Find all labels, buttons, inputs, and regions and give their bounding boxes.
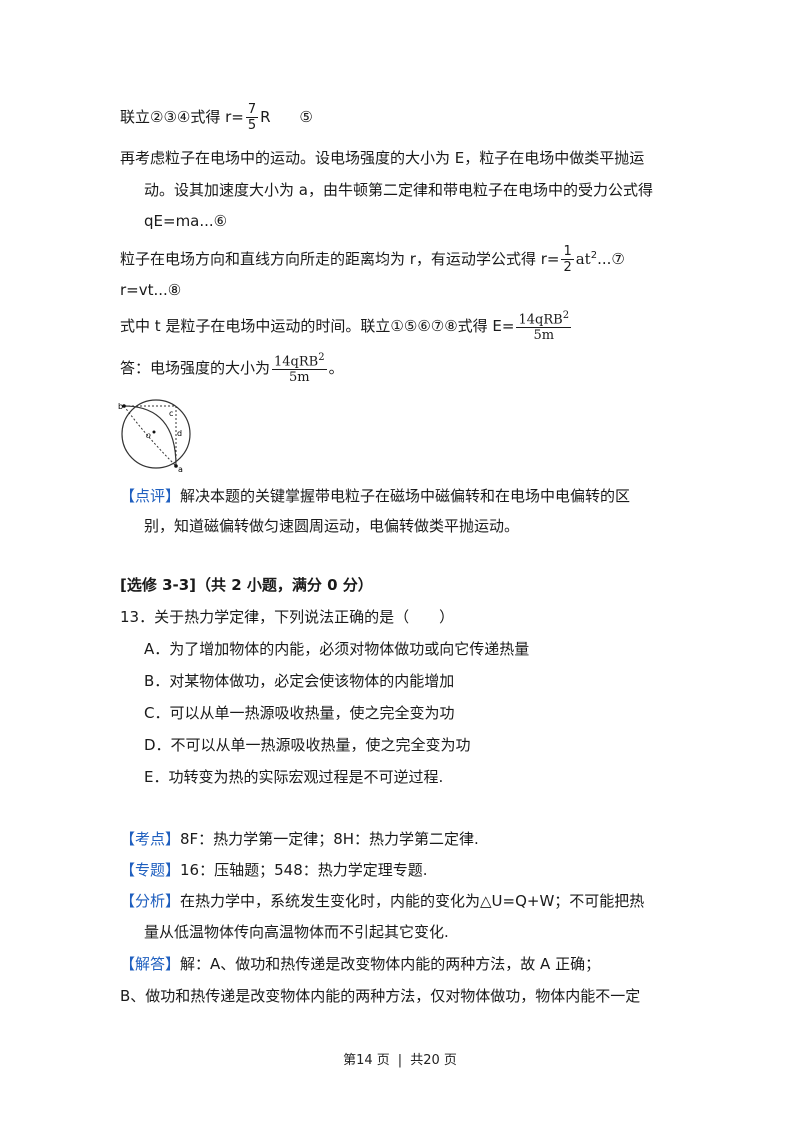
page-total: 共20 页 — [410, 1053, 457, 1068]
numerator-text: 14qRB — [274, 354, 319, 370]
zhuanti-tag: 【专题】 — [120, 861, 181, 879]
fraction-numerator: 14qRB2 — [516, 309, 572, 329]
fraction-denominator: 5m — [533, 328, 555, 344]
zhuanti-line: 【专题】16：压轴题；548：热力学定理专题. — [120, 860, 428, 880]
label-c: c — [169, 409, 173, 418]
fraction-numerator: 14qRB2 — [272, 351, 327, 371]
point-b — [122, 404, 126, 408]
kaodian-text: 8F：热力学第一定律；8H：热力学第二定律. — [180, 830, 479, 848]
math-expression: at — [575, 250, 591, 268]
field-circle — [121, 399, 191, 469]
fraction-denominator: 5m — [289, 370, 310, 386]
fraction-numerator: 1 — [561, 244, 574, 260]
fraction-denominator: 2 — [563, 260, 572, 275]
question-stem: 13．关于热力学定律，下列说法正确的是（ ） — [120, 608, 455, 626]
superscript: 2 — [562, 309, 570, 321]
point-o — [152, 430, 156, 434]
text: ...⑦ — [597, 250, 625, 268]
fenxi-line: 【分析】在热力学中，系统发生变化时，内能的变化为△U=Q+W；不可能把热 — [120, 891, 644, 911]
label-o: o — [146, 431, 151, 440]
paragraph-line: 再考虑粒子在电场中的运动。设电场强度的大小为 E，粒子在电场中做类平抛运 — [120, 149, 645, 167]
question-option-b: B．对某物体做功，必定会使该物体的内能增加 — [144, 672, 455, 690]
kaodian-line: 【考点】8F：热力学第一定律；8H：热力学第二定律. — [120, 829, 479, 849]
jieda-text: 解：A、做功和热传递是改变物体内能的两种方法，故 A 正确； — [180, 955, 601, 973]
footer-separator: | — [397, 1053, 403, 1068]
fraction-numerator: 7 — [245, 102, 259, 118]
superscript: 2 — [318, 351, 325, 363]
page-footer: 第14 页 | 共20 页 — [0, 1049, 800, 1068]
fenxi-tag: 【分析】 — [120, 892, 181, 910]
label-b: b — [118, 402, 123, 411]
comment-line: 别，知道磁偏转做匀速圆周运动，电偏转做类平抛运动。 — [144, 517, 520, 535]
fraction-denominator: 5 — [247, 118, 257, 133]
point-a — [174, 464, 178, 468]
trajectory-arc — [123, 405, 177, 467]
label-d: d — [177, 429, 182, 438]
fenxi-line: 量从低温物体传向高温物体而不引起其它变化. — [144, 923, 449, 941]
text: 粒子在电场方向和直线方向所走的距离均为 r，有运动学公式得 r= — [120, 250, 560, 268]
text: 式中 t 是粒子在电场中运动的时间。联立①⑤⑥⑦⑧式得 E= — [120, 317, 515, 335]
question-option-d: D．不可以从单一热源吸收热量，使之完全变为功 — [144, 736, 471, 754]
text: 答：电场强度的大小为 — [120, 359, 271, 377]
comment-text: 解决本题的关键掌握带电粒子在磁场中磁偏转和在电场中电偏转的区 — [180, 487, 631, 505]
page-number: 第14 页 — [343, 1053, 390, 1068]
jieda-tag: 【解答】 — [120, 955, 181, 973]
question-option-a: A．为了增加物体的内能，必须对物体做功或向它传递热量 — [144, 640, 530, 658]
label-a: a — [178, 465, 183, 474]
zhuanti-text: 16：压轴题；548：热力学定理专题. — [180, 861, 428, 879]
section-title: [选修 3-3]（共 2 小题，满分 0 分） — [120, 576, 373, 594]
trajectory-figure: b c d a o — [118, 399, 191, 474]
text: 。 — [328, 359, 344, 377]
fenxi-text: 在热力学中，系统发生变化时，内能的变化为△U=Q+W；不可能把热 — [180, 892, 645, 910]
paragraph-line: 动。设其加速度大小为 a，由牛顿第二定律和带电粒子在电场中的受力公式得 — [144, 181, 653, 199]
jieda-line: B、做功和热传递是改变物体内能的两种方法，仅对物体做功，物体内能不一定 — [120, 987, 641, 1005]
kaodian-tag: 【考点】 — [120, 830, 181, 848]
question-option-c: C．可以从单一热源吸收热量，使之完全变为功 — [144, 704, 455, 722]
comment-tag: 【点评】 — [120, 487, 181, 505]
numerator-text: 14qRB — [518, 312, 563, 328]
comment-line: 【点评】解决本题的关键掌握带电粒子在磁场中磁偏转和在电场中电偏转的区 — [120, 486, 630, 506]
superscript: 2 — [590, 250, 598, 261]
paragraph-line: r=vt...⑧ — [120, 281, 182, 299]
question-option-e: E．功转变为热的实际宏观过程是不可逆过程. — [144, 768, 444, 786]
equation-marker: ⑤ — [299, 108, 313, 126]
jieda-line: 【解答】解：A、做功和热传递是改变物体内能的两种方法，故 A 正确； — [120, 954, 600, 974]
text: R — [260, 108, 271, 126]
paragraph-line: qE=ma...⑥ — [144, 212, 228, 230]
text: 联立②③④式得 r= — [120, 108, 244, 126]
